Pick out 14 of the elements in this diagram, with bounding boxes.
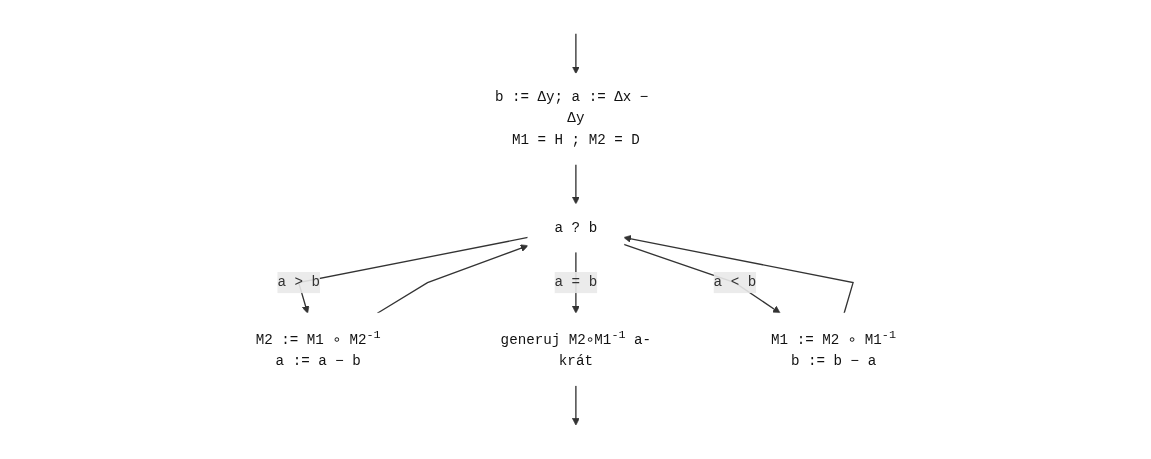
node-text: generuj M2∘M1$^{-1}$ a-krát [500, 328, 651, 370]
arrow [571, 384, 580, 426]
arrow [376, 244, 528, 314]
edge-label: a = b [554, 274, 597, 291]
arrow [622, 243, 781, 314]
arrow [571, 163, 580, 205]
node-text: M2 := M1 ∘ M2$^{-1}$ a := a − b [255, 328, 381, 370]
node-text: b := Δy; a := Δx − Δy M1 = H ; M2 = D [494, 89, 648, 149]
edge-label: a < b [713, 274, 756, 291]
edge-label: a > b [276, 274, 320, 291]
node-text: M1 := M2 ∘ M1$^{-1}$ b := b − a [770, 328, 896, 370]
arrow [571, 33, 580, 74]
arrow [623, 235, 854, 314]
node-text: a ? b [554, 220, 597, 237]
